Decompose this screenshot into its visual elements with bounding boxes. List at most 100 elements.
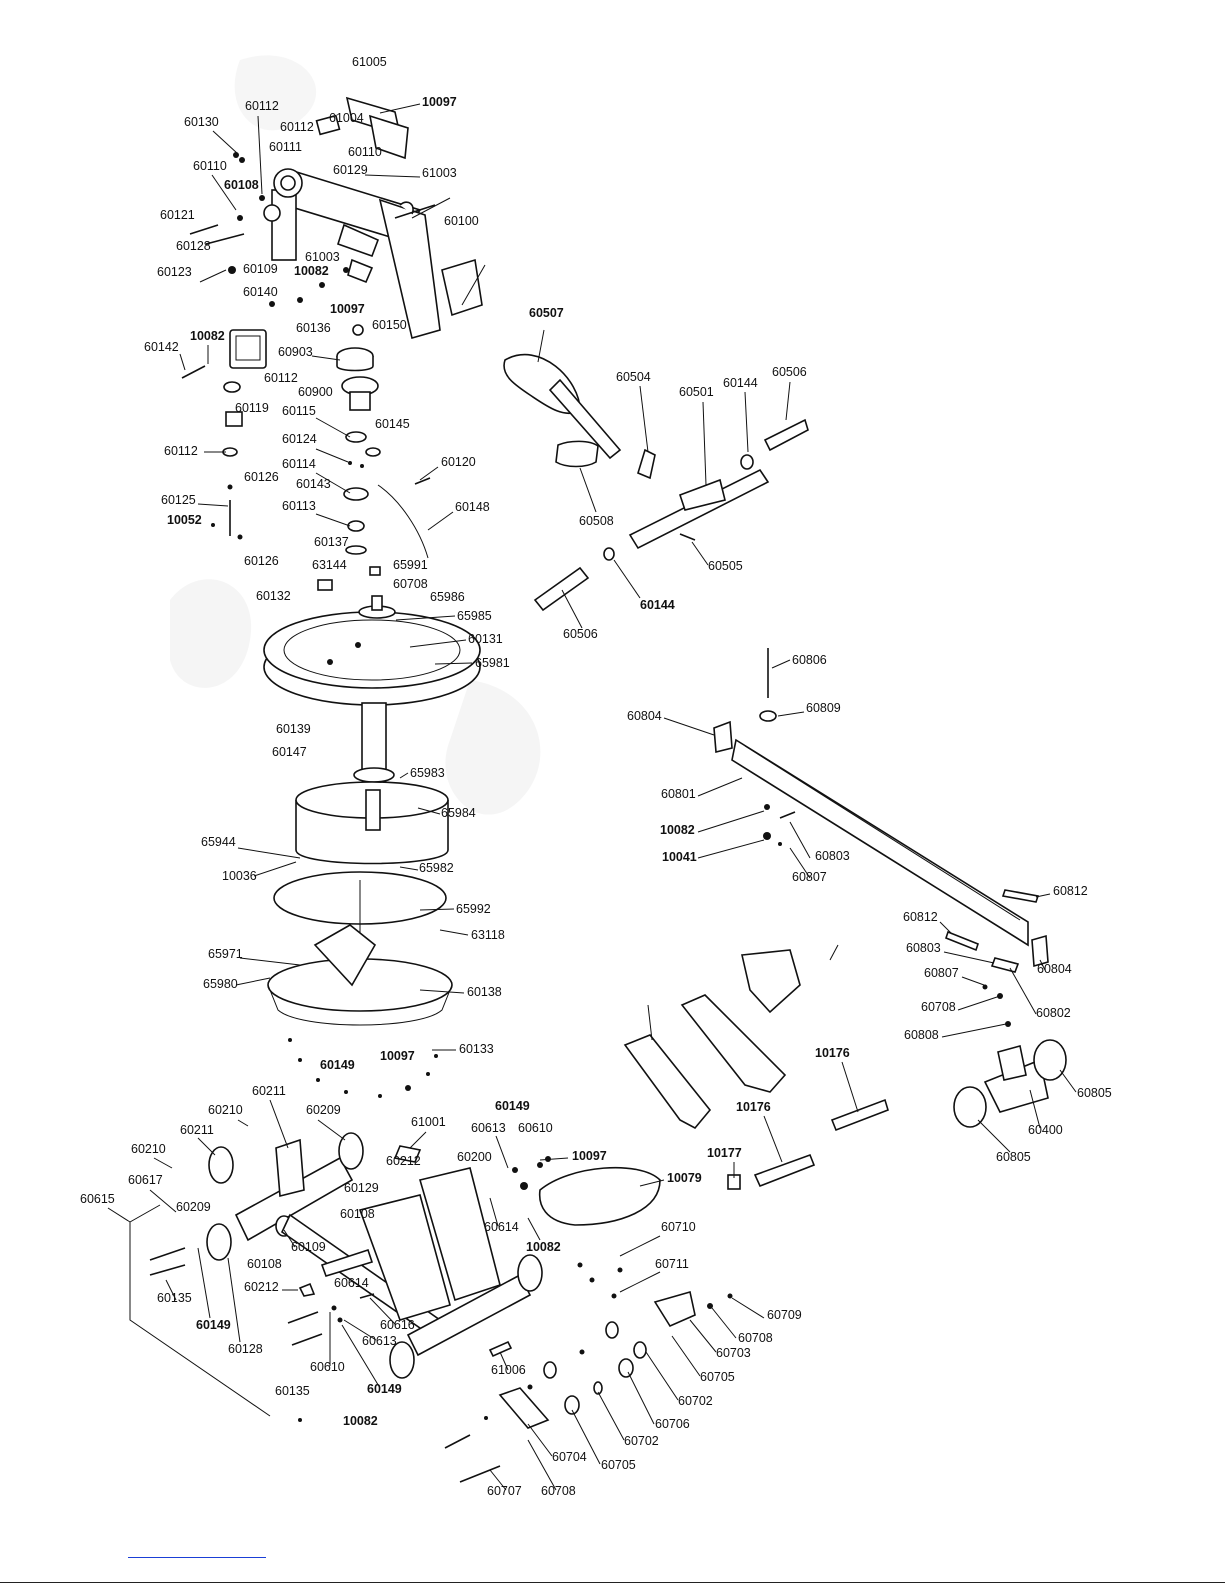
part-label-60140: 60140 — [243, 285, 278, 299]
part-label-10097d: 10097 — [572, 1149, 607, 1163]
part-label-10041: 10041 — [662, 850, 697, 864]
part-label-10097b: 10097 — [330, 302, 365, 316]
part-label-60805b: 60805 — [996, 1150, 1031, 1164]
part-label-60400: 60400 — [1028, 1123, 1063, 1137]
part-label-60506a: 60506 — [772, 365, 807, 379]
part-label-60803b: 60803 — [906, 941, 941, 955]
part-label-61005: 61005 — [352, 55, 387, 69]
upright-frame-group — [263, 96, 486, 340]
console-display — [229, 329, 267, 369]
part-label-60708a: 60708 — [393, 577, 428, 591]
part-label-60211a: 60211 — [252, 1084, 286, 1098]
part-label-60706: 60706 — [655, 1417, 690, 1431]
part-label-60112d: 60112 — [164, 444, 198, 458]
part-label-65986: 65986 — [430, 590, 465, 604]
part-label-60505: 60505 — [708, 559, 743, 573]
part-label-10079: 10079 — [667, 1171, 702, 1185]
part-label-65991: 65991 — [393, 558, 428, 572]
part-label-60139: 60139 — [276, 722, 311, 736]
part-label-60617: 60617 — [128, 1173, 163, 1187]
part-label-60613b: 60613 — [362, 1334, 397, 1348]
part-label-60115: 60115 — [282, 404, 316, 418]
part-label-60705b: 60705 — [601, 1458, 636, 1472]
part-label-60708c: 60708 — [738, 1331, 773, 1345]
part-label-60149a: 60149 — [320, 1058, 355, 1072]
part-label-10052: 10052 — [167, 513, 202, 527]
part-label-60138: 60138 — [467, 985, 502, 999]
part-label-60504: 60504 — [616, 370, 651, 384]
part-label-60209a: 60209 — [306, 1103, 341, 1117]
part-label-60209b: 60209 — [176, 1200, 211, 1214]
part-label-10176a: 10176 — [815, 1046, 850, 1060]
part-label-10097a: 10097 — [422, 95, 457, 109]
part-label-60110b: 60110 — [193, 159, 227, 173]
part-label-60129a: 60129 — [333, 163, 368, 177]
part-label-61004: 61004 — [329, 111, 364, 125]
part-label-60130: 60130 — [184, 115, 219, 129]
part-label-60711: 60711 — [655, 1257, 689, 1271]
part-label-61001: 61001 — [411, 1115, 446, 1129]
rear-stabilizer — [953, 1039, 1067, 1128]
part-label-60903: 60903 — [278, 345, 313, 359]
part-label-60112a: 60112 — [245, 99, 279, 113]
part-label-60145: 60145 — [375, 417, 410, 431]
part-label-60137: 60137 — [314, 535, 349, 549]
part-label-60149d: 60149 — [367, 1382, 402, 1396]
part-label-10036: 10036 — [222, 869, 257, 883]
part-label-60708d: 60708 — [541, 1484, 576, 1498]
part-label-60210a: 60210 — [208, 1103, 243, 1117]
part-label-63144: 63144 — [312, 558, 347, 572]
part-label-65984: 65984 — [441, 806, 476, 820]
part-label-60126a: 60126 — [244, 470, 279, 484]
fan-cage-assembly — [267, 702, 453, 1026]
part-label-60900: 60900 — [298, 385, 333, 399]
part-label-60803a: 60803 — [815, 849, 850, 863]
part-label-60709: 60709 — [767, 1308, 802, 1322]
part-label-60806: 60806 — [792, 653, 827, 667]
part-label-65985: 65985 — [457, 609, 492, 623]
part-label-60111: 60111 — [269, 140, 302, 154]
part-label-60133: 60133 — [459, 1042, 494, 1056]
part-label-60200: 60200 — [457, 1150, 492, 1164]
part-label-60148: 60148 — [455, 500, 490, 514]
part-label-60108b: 60108 — [340, 1207, 375, 1221]
part-label-61006: 61006 — [491, 1363, 526, 1377]
part-label-60212b: 60212 — [244, 1280, 279, 1294]
part-label-60807b: 60807 — [924, 966, 959, 980]
flywheel-disk — [263, 566, 481, 706]
part-label-10082e: 10082 — [343, 1414, 378, 1428]
part-label-60705a: 60705 — [700, 1370, 735, 1384]
part-label-60109b: 60109 — [291, 1240, 326, 1254]
part-label-65944: 65944 — [201, 835, 236, 849]
pedal-assembly — [538, 944, 889, 1226]
part-label-65982: 65982 — [419, 861, 454, 875]
part-label-60614b: 60614 — [334, 1276, 369, 1290]
page-bottom-rule — [0, 1582, 1225, 1583]
part-label-10097c: 10097 — [380, 1049, 415, 1063]
part-label-60210b: 60210 — [131, 1142, 166, 1156]
part-number-labels: 61005 10097 60112 60130 60112 61004 60111 60110… — [80, 55, 1112, 1498]
part-label-60807a: 60807 — [792, 870, 827, 884]
part-label-60804a: 60804 — [627, 709, 662, 723]
part-label-60506b: 60506 — [563, 627, 598, 641]
part-label-65983: 65983 — [410, 766, 445, 780]
part-label-10176b: 10176 — [736, 1100, 771, 1114]
part-label-60132: 60132 — [256, 589, 291, 603]
part-label-60149c: 60149 — [196, 1318, 231, 1332]
part-label-60109a: 60109 — [243, 262, 278, 276]
part-label-60708b: 60708 — [921, 1000, 956, 1014]
part-label-10177: 10177 — [707, 1146, 742, 1160]
part-label-60704: 60704 — [552, 1450, 587, 1464]
part-label-60108a: 60108 — [224, 178, 259, 192]
part-label-65980: 65980 — [203, 977, 238, 991]
part-label-60805a: 60805 — [1077, 1086, 1112, 1100]
part-label-60112c: 60112 — [264, 371, 298, 385]
part-label-60144a: 60144 — [723, 376, 758, 390]
part-label-60610b: 60610 — [310, 1360, 345, 1374]
part-label-60112b: 60112 — [280, 120, 314, 134]
part-label-65992: 65992 — [456, 902, 491, 916]
part-label-60616: 60616 — [380, 1318, 415, 1332]
part-label-60147: 60147 — [272, 745, 307, 759]
part-label-60108c: 60108 — [247, 1257, 282, 1271]
